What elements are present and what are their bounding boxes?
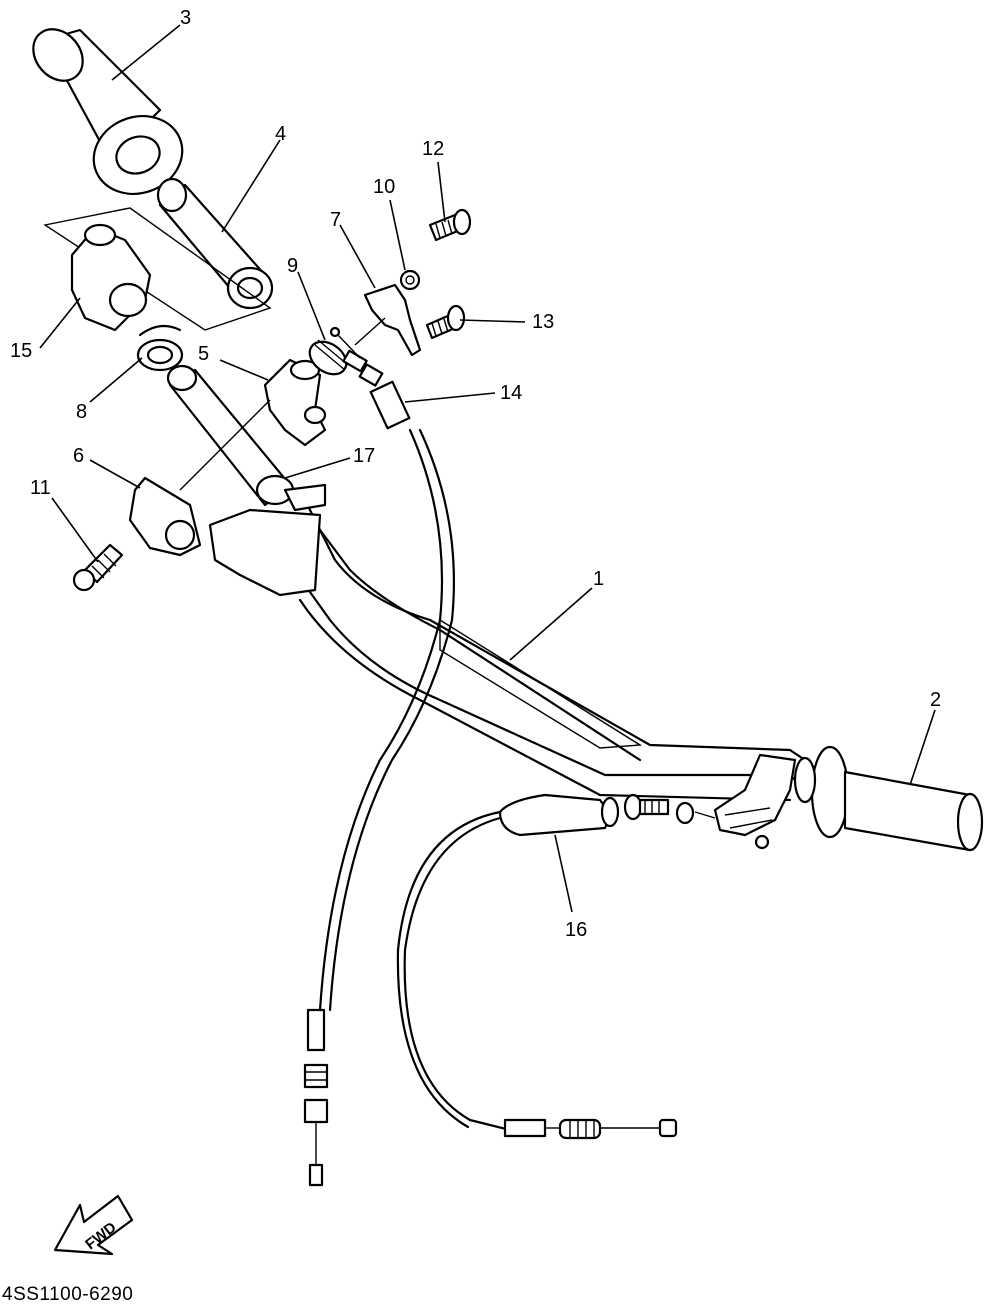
clutch-cable [396, 793, 716, 1140]
callout-17: 17 [353, 445, 375, 467]
cap [208, 474, 327, 597]
callout-3: 3 [180, 7, 191, 29]
callout-7: 7 [330, 209, 341, 231]
clutch-lever-bracket [713, 753, 797, 850]
callout-8: 8 [76, 401, 87, 423]
callout-4: 4 [275, 123, 286, 145]
left-grip [32, 28, 184, 195]
leader-lines [39, 24, 936, 913]
collar [136, 324, 184, 372]
callout-labels: 3 4 12 10 7 9 13 14 5 8 15 6 11 17 1 2 1… [10, 7, 941, 941]
cable-end [354, 283, 422, 357]
callout-9: 9 [287, 255, 298, 277]
callout-13: 13 [532, 311, 554, 333]
nut [399, 269, 421, 291]
bolt [72, 543, 124, 592]
throttle-grip-assembly [43, 207, 272, 332]
adjuster [308, 326, 384, 387]
callout-1: 1 [593, 568, 604, 590]
callout-11: 11 [30, 477, 51, 499]
fwd-arrow-icon: FWD [53, 1194, 134, 1256]
right-grip [793, 745, 984, 852]
throttle-tube [166, 364, 292, 507]
callout-5: 5 [198, 343, 209, 365]
callout-10: 10 [373, 176, 395, 198]
callout-12: 12 [422, 138, 444, 160]
drawing-code: 4SS1100-6290 [2, 1284, 133, 1305]
callout-15: 15 [10, 340, 32, 362]
callout-2: 2 [930, 689, 941, 711]
callout-6: 6 [73, 445, 84, 467]
screw-13 [425, 304, 466, 340]
throttle-cable [303, 380, 456, 1187]
callout-14: 14 [500, 382, 522, 404]
callout-16: 16 [565, 919, 587, 941]
throttle-guide [156, 177, 274, 310]
throttle-housing-lower [128, 476, 202, 557]
handlebar [298, 488, 807, 802]
screw-12 [428, 208, 472, 242]
throttle-housing-upper [263, 358, 327, 447]
